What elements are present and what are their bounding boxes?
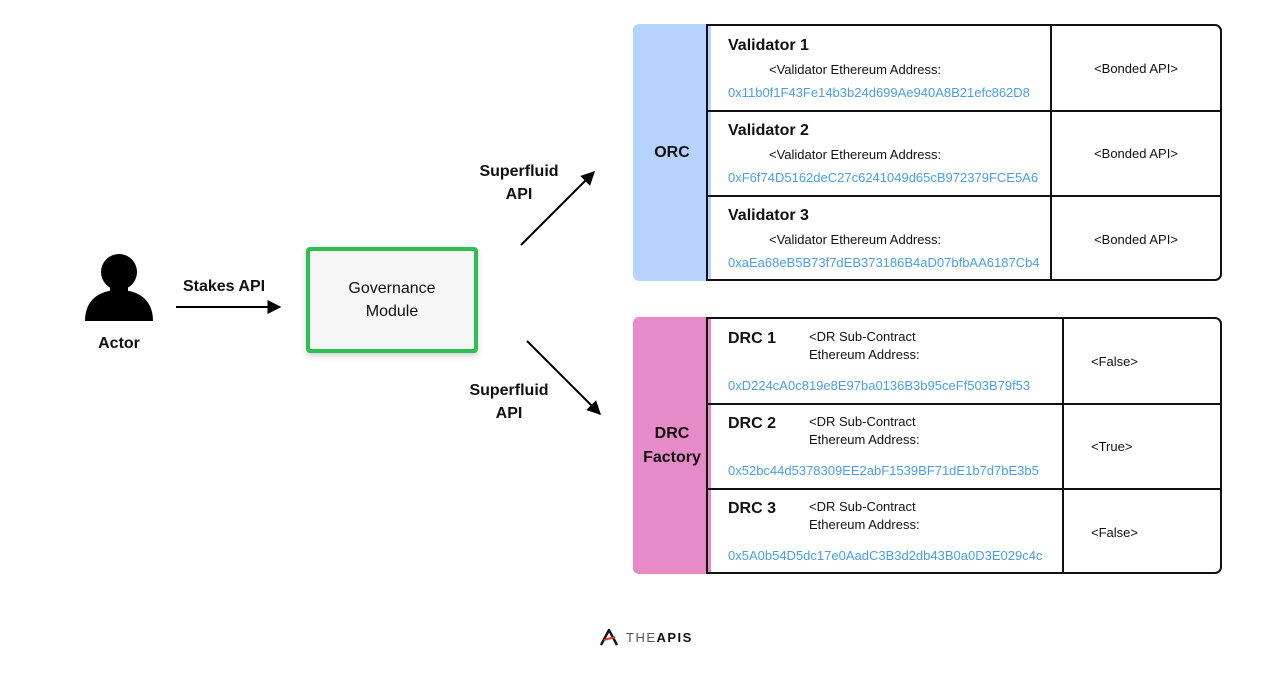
logo-text-bold: APIS xyxy=(656,629,693,645)
validator-title: Validator 3 xyxy=(728,207,809,224)
governance-module-label: Governance Module xyxy=(348,280,436,320)
drc-title: DRC 2 xyxy=(728,415,777,432)
validator-address: 0xaEa68eB5B73f7dEB373186B4aD07bfbAA6187C… xyxy=(728,255,1040,270)
superfluid-api-bottom-label: Superfluid API xyxy=(469,382,549,422)
validator-address-label: <Validator Ethereum Address: xyxy=(769,62,942,77)
drc-subcontract-table: DRC 1 <DR Sub-Contract Ethereum Address:… xyxy=(706,317,1222,574)
actor-person-icon xyxy=(85,254,153,321)
superfluid-bottom-arrow xyxy=(526,340,601,415)
drc-status-value: <False> xyxy=(1091,524,1138,540)
validator-address-label: <Validator Ethereum Address: xyxy=(769,232,942,247)
theapis-logo-text: THEAPIS xyxy=(626,630,693,645)
validator-address: 0xF6f74D5162deC27c6241049d65cB972379FCE5… xyxy=(728,170,1039,185)
superfluid-api-top-label: Superfluid API xyxy=(479,163,559,203)
drc-status-value: <True> xyxy=(1091,439,1133,454)
superfluid-top-arrow xyxy=(520,171,595,246)
validator-row: Validator 3 <Validator Ethereum Address:… xyxy=(708,197,1220,279)
logo-text-light: THE xyxy=(626,629,657,645)
governance-module-box: Governance Module xyxy=(306,247,478,353)
drc-address: 0xD224cA0c819e8E97ba0136B3b95ceFf503B79f… xyxy=(728,378,1031,393)
stakes-api-label: Stakes API xyxy=(182,278,266,295)
theapis-logo-icon xyxy=(600,628,618,646)
validator-address: 0x11b0f1F43Fe14b3b24d699Ae940A8B21efc862… xyxy=(728,85,1030,100)
drc-factory-tab-label: DRC Factory xyxy=(643,424,701,466)
orc-validator-table: Validator 1 <Validator Ethereum Address:… xyxy=(706,24,1222,281)
orc-tab-label: ORC xyxy=(654,143,690,161)
validator-bonded-value: <Bonded API> xyxy=(1094,60,1178,76)
drc-status-value: <False> xyxy=(1091,353,1138,369)
validator-row: Validator 1 <Validator Ethereum Address:… xyxy=(708,26,1220,112)
drc-address-label: <DR Sub-Contract Ethereum Address: xyxy=(809,329,920,362)
validator-title: Validator 1 xyxy=(728,37,809,54)
validator-address-label: <Validator Ethereum Address: xyxy=(769,147,942,162)
drc-row: DRC 1 <DR Sub-Contract Ethereum Address:… xyxy=(708,319,1220,405)
drc-factory-tab: DRC Factory xyxy=(633,317,711,574)
drc-address-label: <DR Sub-Contract Ethereum Address: xyxy=(809,414,920,447)
validator-bonded-value: <Bonded API> xyxy=(1094,231,1178,247)
drc-address-label: <DR Sub-Contract Ethereum Address: xyxy=(809,499,920,532)
orc-tab: ORC xyxy=(633,24,711,281)
theapis-logo: THEAPIS xyxy=(600,627,693,647)
drc-address: 0x52bc44d5378309EE2abF1539BF71dE1b7d7bE3… xyxy=(728,463,1039,478)
validator-bonded-value: <Bonded API> xyxy=(1094,146,1178,161)
validator-row: Validator 2 <Validator Ethereum Address:… xyxy=(708,112,1220,197)
validator-title: Validator 2 xyxy=(728,122,809,139)
drc-address: 0x5A0b54D5dc17e0AadC3B3d2db43B0a0D3E029c… xyxy=(728,548,1043,563)
drc-row: DRC 3 <DR Sub-Contract Ethereum Address:… xyxy=(708,490,1220,572)
drc-title: DRC 3 xyxy=(728,500,777,517)
drc-row: DRC 2 <DR Sub-Contract Ethereum Address:… xyxy=(708,405,1220,490)
drc-title: DRC 1 xyxy=(728,330,777,347)
actor-label: Actor xyxy=(98,335,140,352)
